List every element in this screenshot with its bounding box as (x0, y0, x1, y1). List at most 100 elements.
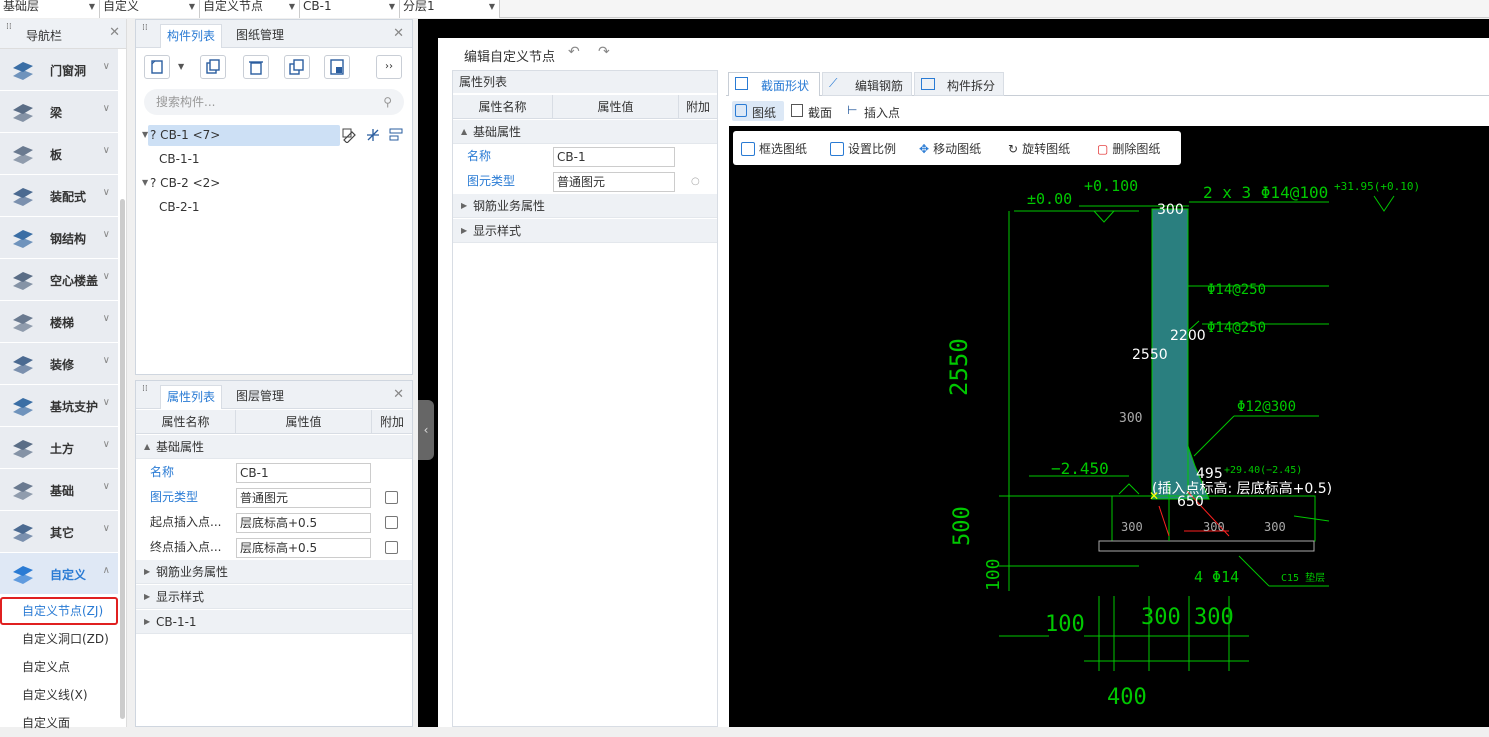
set-scale-button[interactable]: 设置比例 (830, 140, 896, 157)
tree-node-cb2-1[interactable]: CB-2-1 (159, 200, 200, 214)
sidebar-item-6[interactable]: 楼梯∨ (0, 301, 118, 343)
floor-select[interactable]: 基础层▼ (0, 0, 100, 18)
sidebar-subitem-3[interactable]: 自定义线(X) (22, 688, 88, 702)
insert-point-note: (插入点标高: 层底标高+0.5) (1152, 480, 1332, 497)
tree-node-cb1-1[interactable]: CB-1-1 (159, 152, 200, 166)
tab-drawing-management[interactable]: 图纸管理 (236, 28, 285, 42)
sidebar-item-10[interactable]: 基础∨ (0, 469, 118, 511)
sidebar-item-4[interactable]: 钢结构∨ (0, 217, 118, 259)
drag-handle-icon[interactable]: ⁞⁞ (142, 384, 148, 394)
stair-icon (10, 310, 36, 334)
delete-drawing-button[interactable]: ▢删除图纸 (1097, 140, 1160, 157)
edit-node-icon[interactable] (342, 127, 358, 146)
close-icon[interactable]: ✕ (393, 387, 404, 402)
tree-node-cb1[interactable]: ? CB-1 <7> (150, 128, 221, 142)
undo-icon[interactable]: ↶ (568, 44, 580, 60)
sidebar-item-3[interactable]: 装配式 ∨ (0, 175, 118, 217)
prop-value-input[interactable]: 普通图元 (236, 488, 371, 508)
sidebar-item-2[interactable]: 板∨ (0, 133, 118, 175)
duplicate-floor-button[interactable] (284, 55, 310, 79)
prop-value-input[interactable]: CB-1 (553, 147, 675, 167)
editor-title: 编辑自定义节点 (464, 50, 556, 65)
group-rebar-properties[interactable]: ▶钢筋业务属性 (453, 194, 717, 218)
layer-select[interactable]: 分层1▼ (400, 0, 500, 18)
sidebar-item-8[interactable]: 基坑支护∨ (0, 385, 118, 427)
expand-icon[interactable]: ▼ (142, 178, 149, 187)
category-select[interactable]: 自定义▼ (100, 0, 200, 18)
sidebar-subitem-2[interactable]: 自定义点 (22, 660, 71, 674)
new-file-icon (151, 60, 163, 74)
move-icon: ✥ (919, 142, 930, 156)
chevron-down-icon: ∨ (102, 271, 110, 282)
drawing-canvas[interactable]: ±0.00 +0.100 2 x 3 Φ14@100 +31.95(+0.10)… (729, 126, 1489, 727)
tab-component-split[interactable]: 构件拆分 (914, 72, 1004, 96)
expand-icon[interactable]: ▼ (142, 130, 149, 139)
type-select[interactable]: 自定义节点▼ (200, 0, 300, 18)
sidebar-item-label: 楼梯 (50, 316, 75, 330)
dot-icon[interactable]: ○ (691, 176, 700, 187)
close-icon[interactable]: ✕ (109, 25, 120, 40)
extra-checkbox[interactable] (385, 491, 398, 504)
earthwork-icon (10, 436, 36, 460)
subtab-section[interactable]: 截面 (788, 101, 840, 121)
subtab-drawing[interactable]: 图纸 (732, 101, 784, 121)
tab-edit-rebar[interactable]: ⟋编辑钢筋 (822, 72, 912, 96)
extra-checkbox[interactable] (385, 541, 398, 554)
sidebar-item-7[interactable]: 装修∨ (0, 343, 118, 385)
sidebar-subitem-4[interactable]: 自定义面 (22, 716, 71, 730)
prop-value-input[interactable]: 层底标高+0.5 (236, 538, 371, 558)
sidebar-item-11[interactable]: 其它∨ (0, 511, 118, 553)
header-property-value: 属性值 (236, 410, 372, 434)
chevron-down-icon: ∨ (102, 187, 110, 198)
group-display-style[interactable]: ▶显示样式 (136, 585, 412, 609)
collapse-panel-handle[interactable]: ‹ (418, 400, 434, 460)
group-basic-properties[interactable]: ▲基础属性 (136, 435, 412, 459)
tab-component-list[interactable]: 构件列表 (160, 24, 223, 48)
move-drawing-button[interactable]: ✥移动图纸 (919, 140, 981, 157)
drag-handle-icon[interactable]: ⁞⁞ (142, 23, 148, 33)
component-search-input[interactable]: 搜索构件...⚲ (144, 89, 404, 115)
sidebar-subitem-0[interactable]: 自定义节点(ZJ) (0, 597, 118, 625)
group-rebar-properties[interactable]: ▶钢筋业务属性 (136, 560, 412, 584)
prop-value-input[interactable]: 层底标高+0.5 (236, 513, 371, 533)
prop-value-input[interactable]: CB-1 (236, 463, 371, 483)
copy-component-button[interactable] (200, 55, 226, 79)
tab-layer-management[interactable]: 图层管理 (236, 389, 285, 403)
more-tools-button[interactable]: ›› (376, 55, 402, 79)
component-select[interactable]: CB-1▼ (300, 0, 400, 18)
nav-scrollbar[interactable] (120, 199, 125, 719)
new-component-button[interactable] (144, 55, 170, 79)
height-2550-vertical: 2550 (945, 338, 973, 396)
group-cb1-1[interactable]: ▶CB-1-1 (136, 610, 412, 634)
rebar-edit-icon[interactable] (365, 127, 381, 146)
subtab-insert-point[interactable]: ⊢插入点 (844, 101, 908, 121)
prop-value-input[interactable]: 普通图元 (553, 172, 675, 192)
tab-property-list[interactable]: 属性列表 (160, 385, 223, 409)
close-icon[interactable]: ✕ (393, 26, 404, 41)
sidebar-item-0[interactable]: 门窗洞∨ (0, 49, 118, 91)
chevron-down-icon: ∨ (102, 61, 110, 72)
drag-handle-icon[interactable]: ⁞⁞ (6, 22, 12, 32)
delete-component-button[interactable] (243, 55, 269, 79)
tree-node-cb2[interactable]: ? CB-2 <2> (150, 176, 221, 190)
sidebar-item-1[interactable]: 梁∨ (0, 91, 118, 133)
sidebar-item-9[interactable]: 土方∨ (0, 427, 118, 469)
scale-icon (830, 142, 844, 156)
select-drawing-button[interactable]: 框选图纸 (741, 140, 807, 157)
extra-checkbox[interactable] (385, 516, 398, 529)
rotate-drawing-button[interactable]: ↻旋转图纸 (1008, 140, 1070, 157)
group-display-style[interactable]: ▶显示样式 (453, 219, 717, 243)
chevron-down-icon[interactable]: ▼ (178, 62, 185, 71)
import-component-button[interactable] (324, 55, 350, 79)
sidebar-subitem-1[interactable]: 自定义洞口(ZD) (22, 632, 109, 646)
group-basic-properties[interactable]: ▲基础属性 (453, 120, 717, 144)
tab-section-shape[interactable]: 截面形状 (728, 72, 820, 96)
tool-label: 框选图纸 (759, 142, 808, 156)
redo-icon[interactable]: ↷ (598, 44, 610, 60)
insert-point-marker-icon[interactable]: ✕ (1149, 489, 1159, 503)
sidebar-item-12[interactable]: 自定义∧ (0, 553, 118, 595)
split-component-icon[interactable] (388, 127, 404, 146)
sidebar-item-label: 装配式 (50, 190, 87, 204)
sidebar-item-5[interactable]: 空心楼盖∨ (0, 259, 118, 301)
